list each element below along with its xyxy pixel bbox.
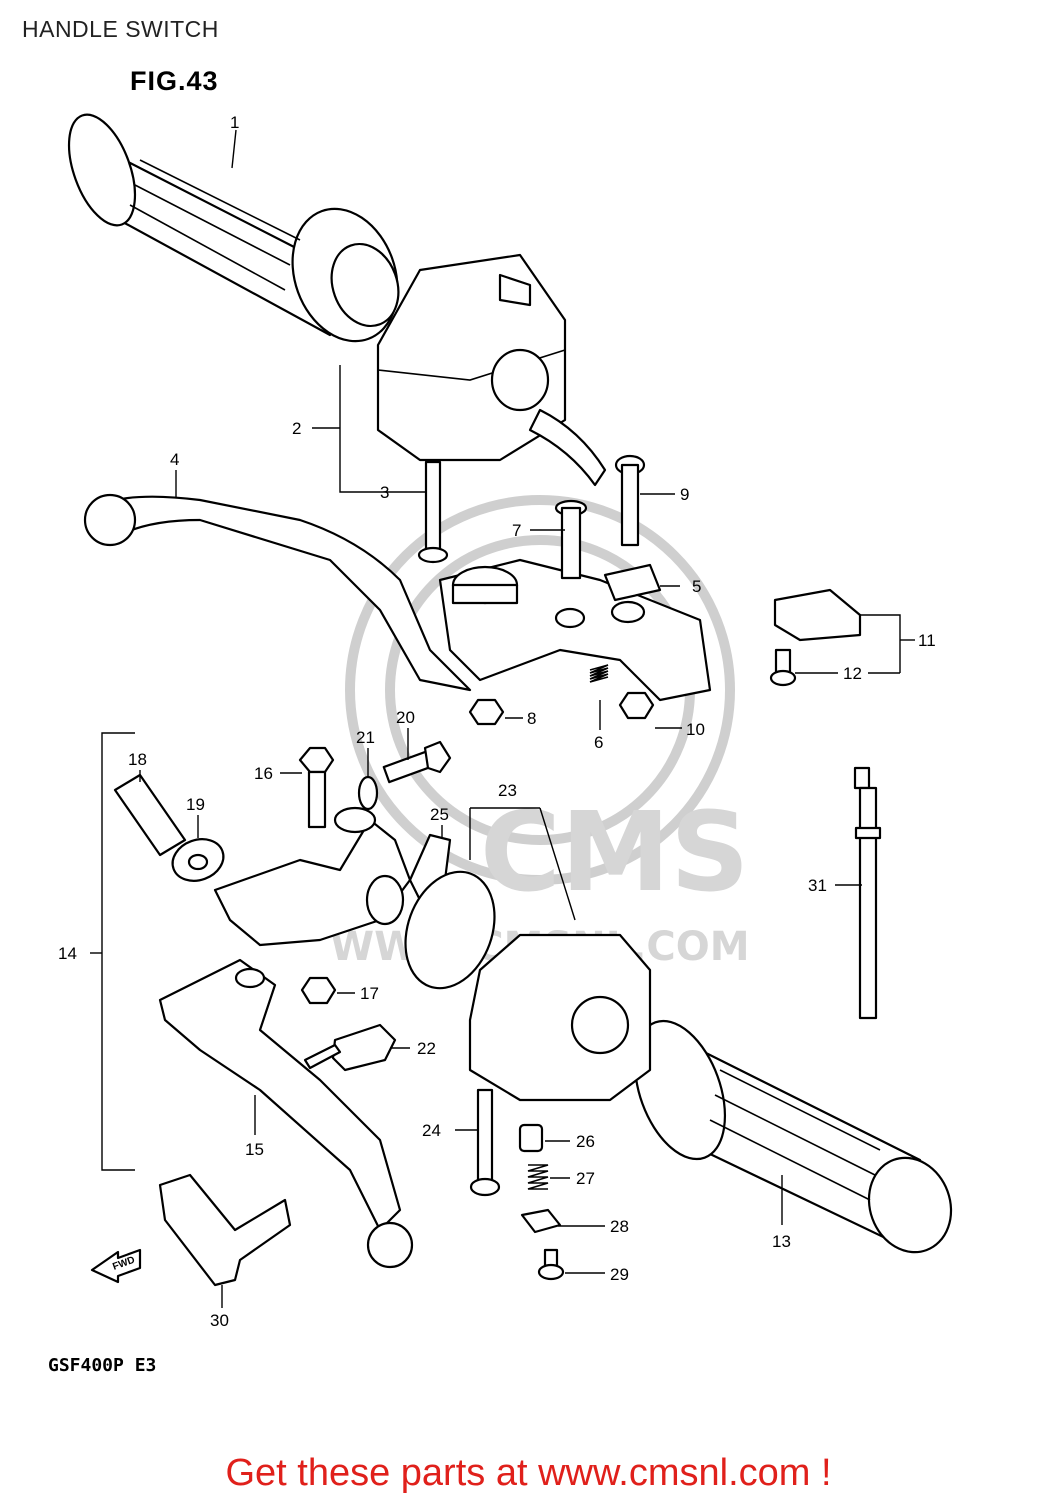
part-20-screw[interactable]: [382, 740, 452, 784]
callout-19: 19: [186, 795, 205, 814]
part-23-leader: [469, 807, 576, 921]
part-14-bracket-line: [90, 732, 135, 1171]
part-26-knob[interactable]: [518, 1123, 544, 1153]
watermark-brand: CMS: [480, 788, 749, 916]
figure-label: FIG.43: [130, 66, 219, 96]
callout-11: 11: [918, 631, 936, 650]
callout-30: 30: [210, 1311, 229, 1330]
callout-4: 4: [170, 450, 179, 469]
callout-20: 20: [396, 708, 415, 727]
part-16-pivot-bolt[interactable]: [298, 746, 335, 829]
part-3-screw[interactable]: [417, 460, 449, 564]
part-24-screw[interactable]: [469, 1088, 501, 1197]
callout-numbers: 1 2 3 4 5 6 7 8 9 10 11 12 13 14 15 16 1…: [58, 113, 936, 1330]
part-21-washer[interactable]: [357, 775, 379, 811]
callout-3: 3: [380, 483, 389, 502]
part-2-right-switch-housing[interactable]: [376, 253, 607, 487]
part-1-throttle-grip[interactable]: [56, 106, 415, 356]
callout-8: 8: [527, 709, 536, 728]
callout-5: 5: [692, 577, 701, 596]
part-15-clutch-lever[interactable]: [158, 958, 414, 1269]
part-23-left-switch-housing[interactable]: [468, 933, 652, 1102]
part-28-plate[interactable]: [520, 1208, 562, 1234]
part-31-cable-tie[interactable]: [853, 766, 882, 1020]
leader-lines: [139, 129, 915, 1308]
part-11-brake-switch[interactable]: [773, 588, 862, 642]
callout-22: 22: [417, 1039, 436, 1058]
part-4-brake-lever[interactable]: [83, 493, 472, 692]
part-5-lever-bracket[interactable]: [438, 558, 712, 702]
part-10-nut[interactable]: [618, 691, 655, 720]
part-8-nut[interactable]: [468, 698, 505, 726]
callout-13: 13: [772, 1232, 791, 1251]
page-title: HANDLE SWITCH: [22, 16, 219, 42]
callout-29: 29: [610, 1265, 629, 1284]
exploded-parts-diagram: CMS WWW.CMSNL.COM: [56, 106, 964, 1330]
part-17-nut[interactable]: [300, 976, 337, 1005]
callout-24: 24: [422, 1121, 441, 1140]
callout-18: 18: [128, 750, 147, 769]
fwd-arrow-icon: FWD: [90, 1248, 142, 1284]
part-25-choke-lever[interactable]: [390, 833, 510, 1001]
get-parts-link[interactable]: Get these parts at www.cmsnl.com !: [225, 1452, 832, 1494]
part-7-pivot-bolt[interactable]: [554, 499, 588, 580]
part-18-cable-adjuster[interactable]: [113, 773, 187, 857]
clutch-lever-bracket[interactable]: [213, 806, 412, 947]
callout-12: 12: [843, 664, 862, 683]
callout-2: 2: [292, 419, 301, 438]
model-code: GSF400P E3: [48, 1355, 157, 1376]
callout-28: 28: [610, 1217, 629, 1236]
part-27-spring[interactable]: [527, 1164, 549, 1190]
callout-7: 7: [512, 521, 521, 540]
callout-26: 26: [576, 1132, 595, 1151]
callout-15: 15: [245, 1140, 264, 1159]
part-9-screw[interactable]: [614, 454, 646, 547]
callout-10: 10: [686, 720, 705, 739]
callout-17: 17: [360, 984, 379, 1003]
callout-1: 1: [230, 113, 239, 132]
part-30-cable-guide[interactable]: [158, 1173, 292, 1287]
callout-31: 31: [808, 876, 827, 895]
callout-9: 9: [680, 485, 689, 504]
part-6-spring[interactable]: [589, 664, 609, 683]
callout-25: 25: [430, 805, 449, 824]
part-19-locknut[interactable]: [167, 832, 230, 887]
callout-6: 6: [594, 733, 603, 752]
callout-14: 14: [58, 944, 77, 963]
part-29-screw[interactable]: [537, 1248, 565, 1281]
callout-21: 21: [356, 728, 375, 747]
callout-16: 16: [254, 764, 273, 783]
callout-27: 27: [576, 1169, 595, 1188]
part-13-left-grip[interactable]: [618, 1009, 964, 1264]
callout-23: 23: [498, 781, 517, 800]
part-12-screw[interactable]: [769, 648, 797, 687]
part-22-clutch-switch[interactable]: [303, 1023, 397, 1072]
